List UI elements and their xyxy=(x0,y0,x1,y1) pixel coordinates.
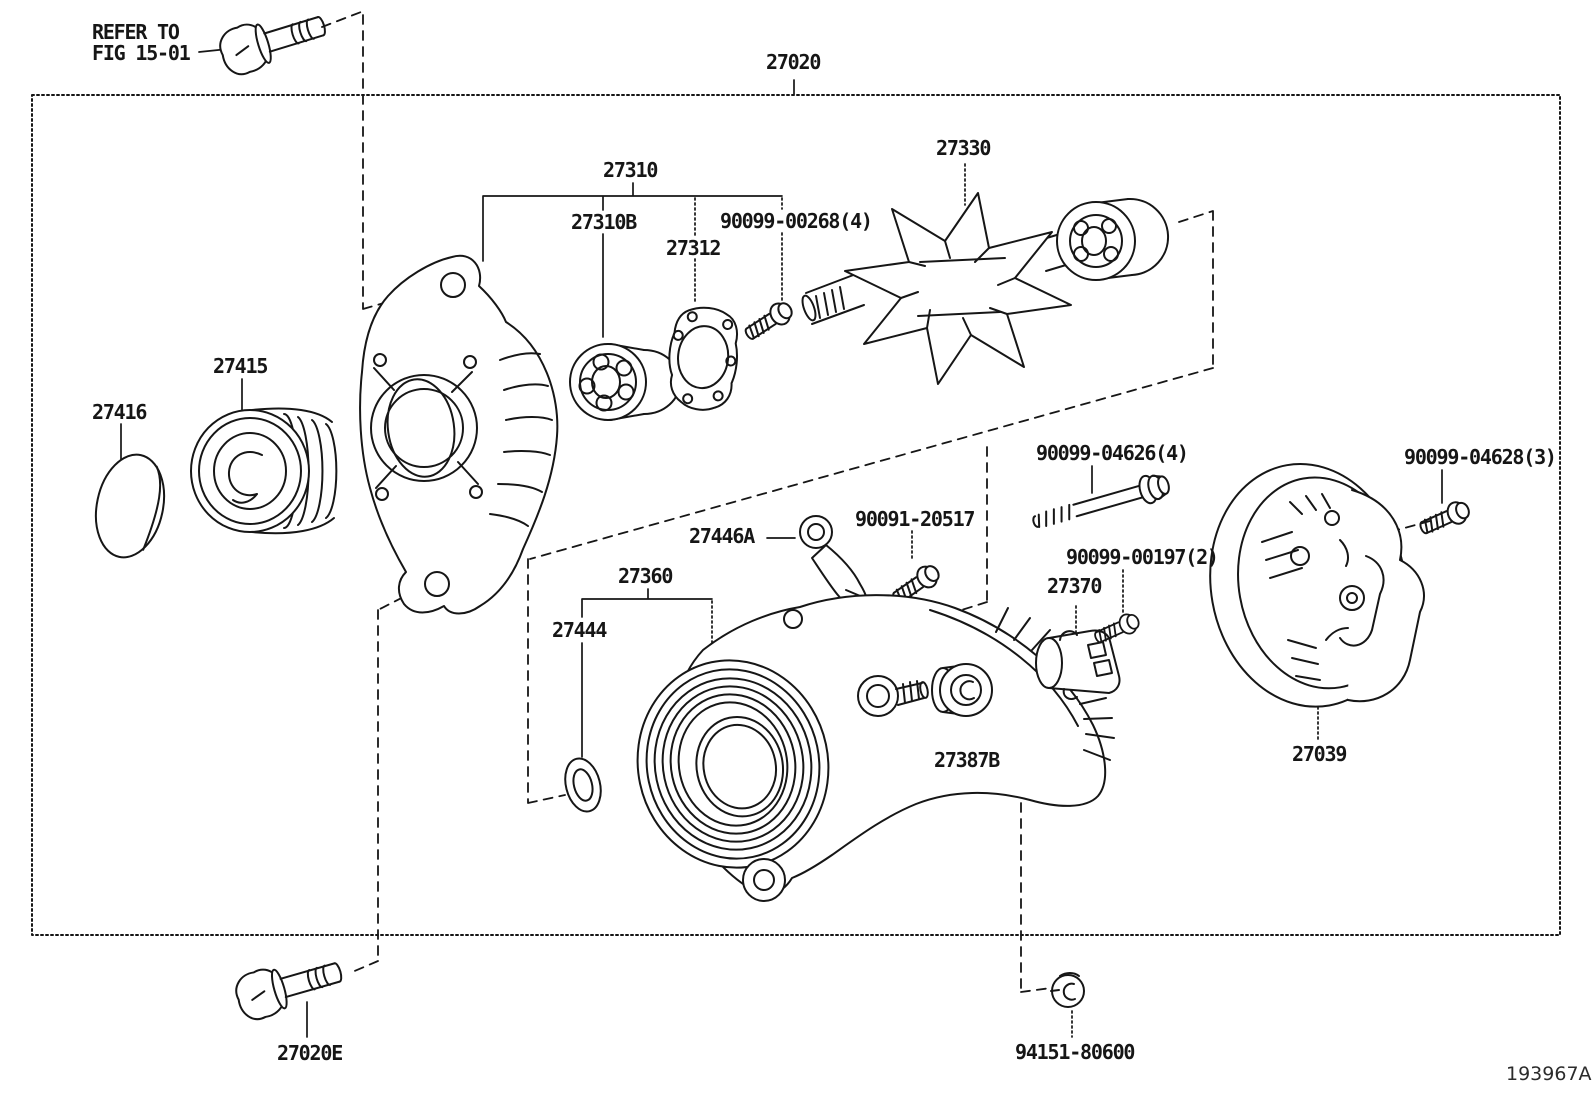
terminal-bolt-drawing xyxy=(1091,609,1143,649)
seal-ring-drawing xyxy=(564,757,602,813)
rear-bearing-drawing xyxy=(1056,197,1169,281)
pulley-cap-drawing xyxy=(94,453,166,559)
part-label-90099-04626: 90099-04626(4) xyxy=(1036,441,1189,465)
terminal-connector-drawing xyxy=(1035,629,1121,700)
through-bolt-drawing xyxy=(1032,474,1170,529)
part-label-27039: 27039 xyxy=(1292,742,1347,766)
part-label-90091-20517: 90091-20517 xyxy=(855,507,975,531)
terminal-insulator-drawing xyxy=(931,663,993,717)
terminal-nut-drawing xyxy=(1050,972,1085,1008)
retainer-plate-drawing xyxy=(668,306,739,411)
rear-cover-drawing xyxy=(1209,463,1425,708)
part-label-90099-00268: 90099-00268(4) xyxy=(720,209,873,233)
part-label-27020E: 27020E xyxy=(277,1041,343,1065)
part-label-27020: 27020 xyxy=(766,50,821,74)
stator-drawing xyxy=(636,594,1115,902)
front-bracket-drawing xyxy=(359,254,559,615)
part-label-27370: 27370 xyxy=(1047,574,1102,598)
front-bearing-drawing xyxy=(569,343,681,421)
figure-code: 193967A xyxy=(1506,1063,1592,1085)
part-label-94151-80600: 94151-80600 xyxy=(1015,1040,1135,1064)
part-label-27444: 27444 xyxy=(552,618,607,642)
part-label-27415: 27415 xyxy=(213,354,268,378)
pulley-drawing xyxy=(190,407,338,535)
part-label-90099-04628: 90099-04628(3) xyxy=(1404,445,1557,469)
part-label-90099-00197: 90099-00197(2) xyxy=(1066,545,1219,569)
figure-border xyxy=(31,94,1561,936)
part-label-27330: 27330 xyxy=(936,136,991,160)
part-label-27310: 27310 xyxy=(603,158,658,182)
reference-bolt-drawing xyxy=(214,1,332,80)
bracket-bolt-drawing xyxy=(740,297,798,346)
part-label-27312: 27312 xyxy=(666,236,721,260)
part-label-27446A: 27446A xyxy=(689,524,755,548)
part-label-27360: 27360 xyxy=(618,564,673,588)
part-label-refer-note: REFER TO FIG 15-01 xyxy=(92,20,191,65)
part-label-27416: 27416 xyxy=(92,400,147,424)
cover-bolt-drawing xyxy=(1415,497,1474,540)
mount-bolt-drawing xyxy=(230,947,348,1025)
part-label-27387B: 27387B xyxy=(934,748,1000,772)
part-label-27310B: 27310B xyxy=(571,210,637,234)
leader-lines xyxy=(120,48,1443,1038)
